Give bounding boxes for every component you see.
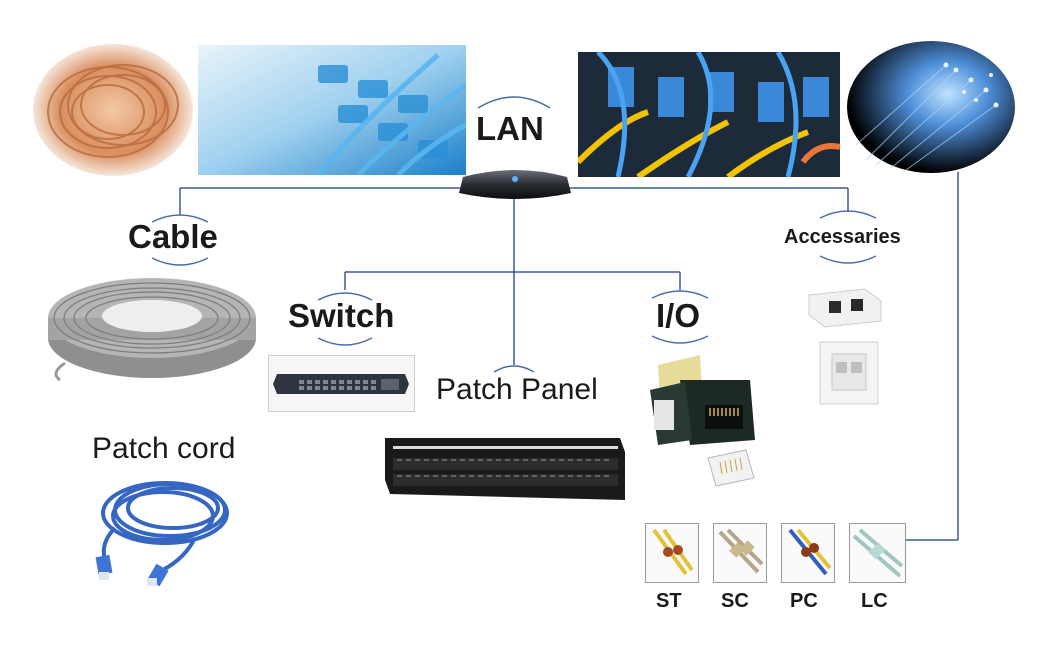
switch-label: Switch [288, 297, 395, 334]
switch-device-image [268, 355, 415, 412]
switch-ports-image [198, 45, 466, 175]
keystone-jack-image [640, 350, 765, 490]
connector-label-lc: LC [861, 590, 888, 612]
patch-cables-image [578, 52, 840, 177]
connector-sc-image [713, 523, 767, 583]
connector-label-st: ST [656, 590, 682, 612]
cable-reel-image [45, 268, 260, 383]
connector-label-sc: SC [721, 590, 749, 612]
patch-cord-image [75, 468, 245, 588]
accessories-label: Accessaries [784, 226, 901, 248]
copper-coil-image [28, 40, 198, 180]
connector-pc-image [781, 523, 835, 583]
wall-faceplate-image [818, 340, 880, 406]
patch-panel-image [385, 430, 625, 502]
cable-label: Cable [128, 218, 218, 255]
connector-label-pc: PC [790, 590, 818, 612]
router-icon [455, 165, 575, 203]
connector-lc-image [849, 523, 906, 583]
io-label: I/O [656, 297, 701, 334]
patch-cord-label: Patch cord [92, 432, 236, 465]
fiber-optic-image [846, 40, 1016, 175]
connector-st-image [645, 523, 699, 583]
lan-label: LAN [476, 110, 544, 147]
patch-panel-label: Patch Panel [436, 373, 598, 406]
surface-box-image [805, 285, 885, 330]
